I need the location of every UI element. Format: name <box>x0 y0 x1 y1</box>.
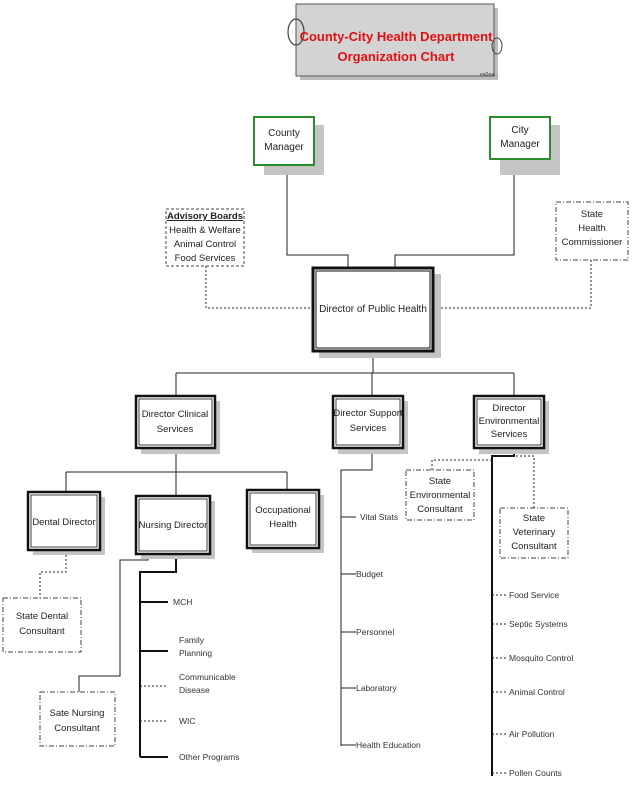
director-environmental-label-3: Services <box>491 429 528 440</box>
advisory-board-item-3: Food Services <box>175 253 236 264</box>
advisory-board-item-1: Health & Welfare <box>169 225 241 236</box>
director-clinical-label-1: Director Clinical <box>142 409 209 420</box>
state-veterinary-consultant-label-1: State <box>523 513 545 524</box>
city-manager-box: City Manager <box>489 116 560 175</box>
env-program-air-pollution: Air Pollution <box>509 729 555 739</box>
advisory-boards-heading: Advisory Boards <box>167 211 243 222</box>
nursing-program-list: MCH Family Planning Communicable Disease… <box>173 597 239 762</box>
dental-director-box: Dental Director <box>26 490 105 555</box>
solid-connectors <box>65 159 515 746</box>
nursing-program-other: Other Programs <box>179 752 239 762</box>
director-public-health-label: Director of Public Health <box>319 304 427 315</box>
state-veterinary-consultant-label-2: Veterinary <box>513 527 556 538</box>
env-program-food-service: Food Service <box>509 590 559 600</box>
nursing-program-wic: WIC <box>179 716 196 726</box>
chart-title-line1: County-City Health Department <box>300 29 494 44</box>
state-environmental-consultant-label-2: Environmental <box>410 490 471 501</box>
state-veterinary-consultant-label-3: Consultant <box>511 541 557 552</box>
state-dental-consultant-box: State Dental Consultant <box>2 597 82 653</box>
city-manager-label-2: Manager <box>500 139 540 150</box>
nursing-program-family-1: Family <box>179 635 205 645</box>
support-program-budget: Budget <box>356 569 384 579</box>
sate-nursing-consultant-box: Sate Nursing Consultant <box>39 691 116 747</box>
director-clinical-services-box: Director Clinical Services <box>134 394 220 454</box>
env-program-animal-control: Animal Control <box>509 687 565 697</box>
title-banner: County-City Health Department Organizati… <box>287 3 503 80</box>
nursing-program-communicable-1: Communicable <box>179 672 236 682</box>
state-health-commissioner-box: State Health Commissioner <box>555 201 629 261</box>
support-program-laboratory: Laboratory <box>356 683 397 693</box>
state-health-commissioner-label-1: State <box>581 209 603 220</box>
banner-tag: ea0ea... <box>480 72 498 78</box>
nursing-director-box: Nursing Director <box>134 494 215 559</box>
occupational-health-label-1: Occupational <box>255 505 310 516</box>
support-program-health-education: Health Education <box>356 740 421 750</box>
county-manager-box: County Manager <box>253 116 324 175</box>
state-health-commissioner-label-2: Health <box>578 223 605 234</box>
county-manager-label-2: Manager <box>264 142 304 153</box>
banner-ring-icon <box>287 18 305 46</box>
state-health-commissioner-label-3: Commissioner <box>562 237 623 248</box>
state-dental-consultant-label-2: Consultant <box>19 626 65 637</box>
director-support-label-1: Director Support <box>333 408 403 419</box>
support-program-personnel: Personnel <box>356 627 394 637</box>
banner-ring-icon-small <box>491 37 503 55</box>
environmental-program-list: Food Service Septic Systems Mosquito Con… <box>509 590 573 778</box>
director-environmental-label-1: Director <box>492 403 525 414</box>
env-program-pollen-counts: Pollen Counts <box>509 768 562 778</box>
nursing-program-communicable-2: Disease <box>179 685 210 695</box>
occupational-health-box: Occupational Health <box>245 488 324 553</box>
director-public-health-box: Director of Public Health <box>311 266 441 358</box>
support-program-vital-stats: Vital Stats <box>360 512 398 522</box>
dotted-connectors <box>39 260 592 774</box>
director-support-label-2: Services <box>350 423 387 434</box>
state-environmental-consultant-label-1: State <box>429 476 451 487</box>
sate-nursing-consultant-label-1: Sate Nursing <box>50 708 105 719</box>
city-manager-label-1: City <box>511 125 528 136</box>
dental-director-label: Dental Director <box>32 517 95 528</box>
support-program-list: Vital Stats Budget Personnel Laboratory … <box>356 512 421 750</box>
director-environmental-label-2: Environmental <box>479 416 540 427</box>
director-support-services-box: Director Support Services <box>331 394 408 454</box>
state-environmental-consultant-box: State Environmental Consultant <box>405 469 475 521</box>
county-manager-label-1: County <box>268 128 300 139</box>
nursing-program-family-2: Planning <box>179 648 212 658</box>
nursing-program-mch: MCH <box>173 597 192 607</box>
advisory-boards-box: Advisory Boards Health & Welfare Animal … <box>165 208 245 267</box>
advisory-board-item-2: Animal Control <box>174 239 236 250</box>
sate-nursing-consultant-label-2: Consultant <box>54 723 100 734</box>
director-clinical-label-2: Services <box>157 424 194 435</box>
occupational-health-label-2: Health <box>269 519 296 530</box>
director-environmental-services-box: Director Environmental Services <box>472 394 549 454</box>
state-environmental-consultant-label-3: Consultant <box>417 504 463 515</box>
state-veterinary-consultant-box: State Veterinary Consultant <box>499 507 569 559</box>
chart-title-line2: Organization Chart <box>337 49 455 64</box>
state-dental-consultant-label-1: State Dental <box>16 611 68 622</box>
nursing-director-label: Nursing Director <box>139 520 208 531</box>
env-program-septic-systems: Septic Systems <box>509 619 568 629</box>
env-program-mosquito-control: Mosquito Control <box>509 653 573 663</box>
